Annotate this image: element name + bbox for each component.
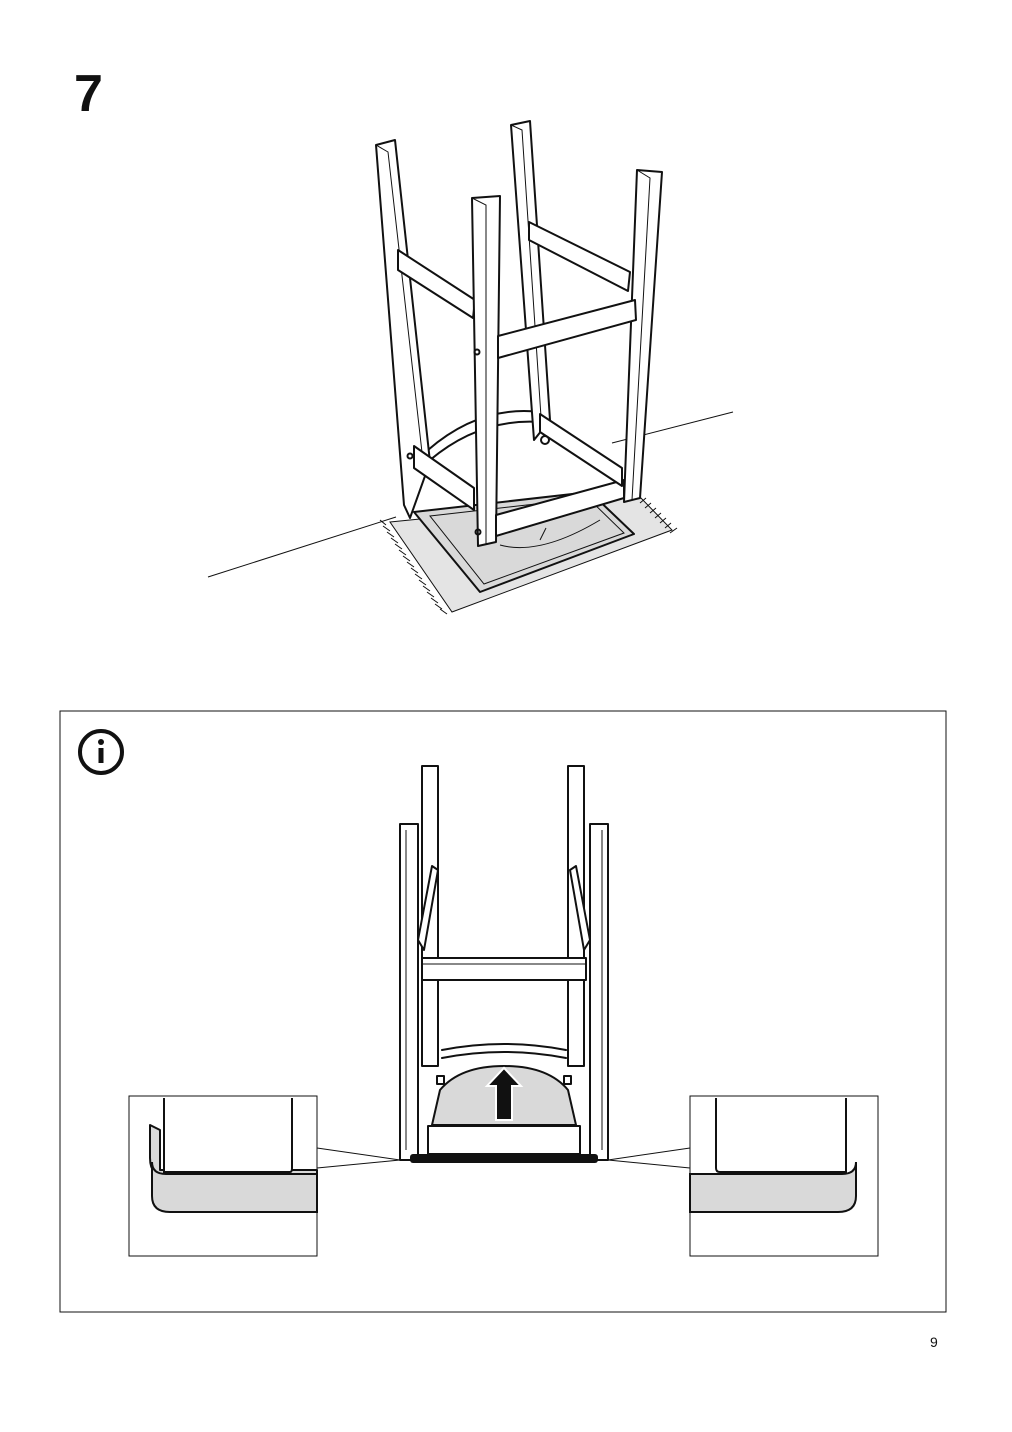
arrow-up-icon xyxy=(484,1066,524,1121)
rung-back-left xyxy=(397,249,476,319)
leg-front-left xyxy=(399,823,419,1161)
leg-back-center xyxy=(510,120,551,441)
rung-front xyxy=(497,299,637,359)
leg-front-right xyxy=(589,823,609,1161)
step-7-illustration xyxy=(207,120,734,615)
floor-line-left xyxy=(207,516,397,578)
seat-pad xyxy=(413,491,635,593)
info-box xyxy=(59,710,947,1313)
apron-front xyxy=(495,479,625,537)
step-number: 7 xyxy=(74,65,103,123)
stool-front-view xyxy=(399,765,609,1163)
seat-base xyxy=(410,1154,598,1163)
rung-cross xyxy=(421,957,587,981)
page-number: 9 xyxy=(930,1334,938,1350)
apron-right xyxy=(539,413,623,487)
leg-front-right xyxy=(623,169,663,503)
leg-back-left xyxy=(375,139,431,519)
info-icon xyxy=(78,729,124,775)
detail-right xyxy=(607,1095,879,1257)
detail-left xyxy=(128,1095,401,1257)
apron-left xyxy=(413,445,475,511)
rung-back-right xyxy=(528,221,631,292)
